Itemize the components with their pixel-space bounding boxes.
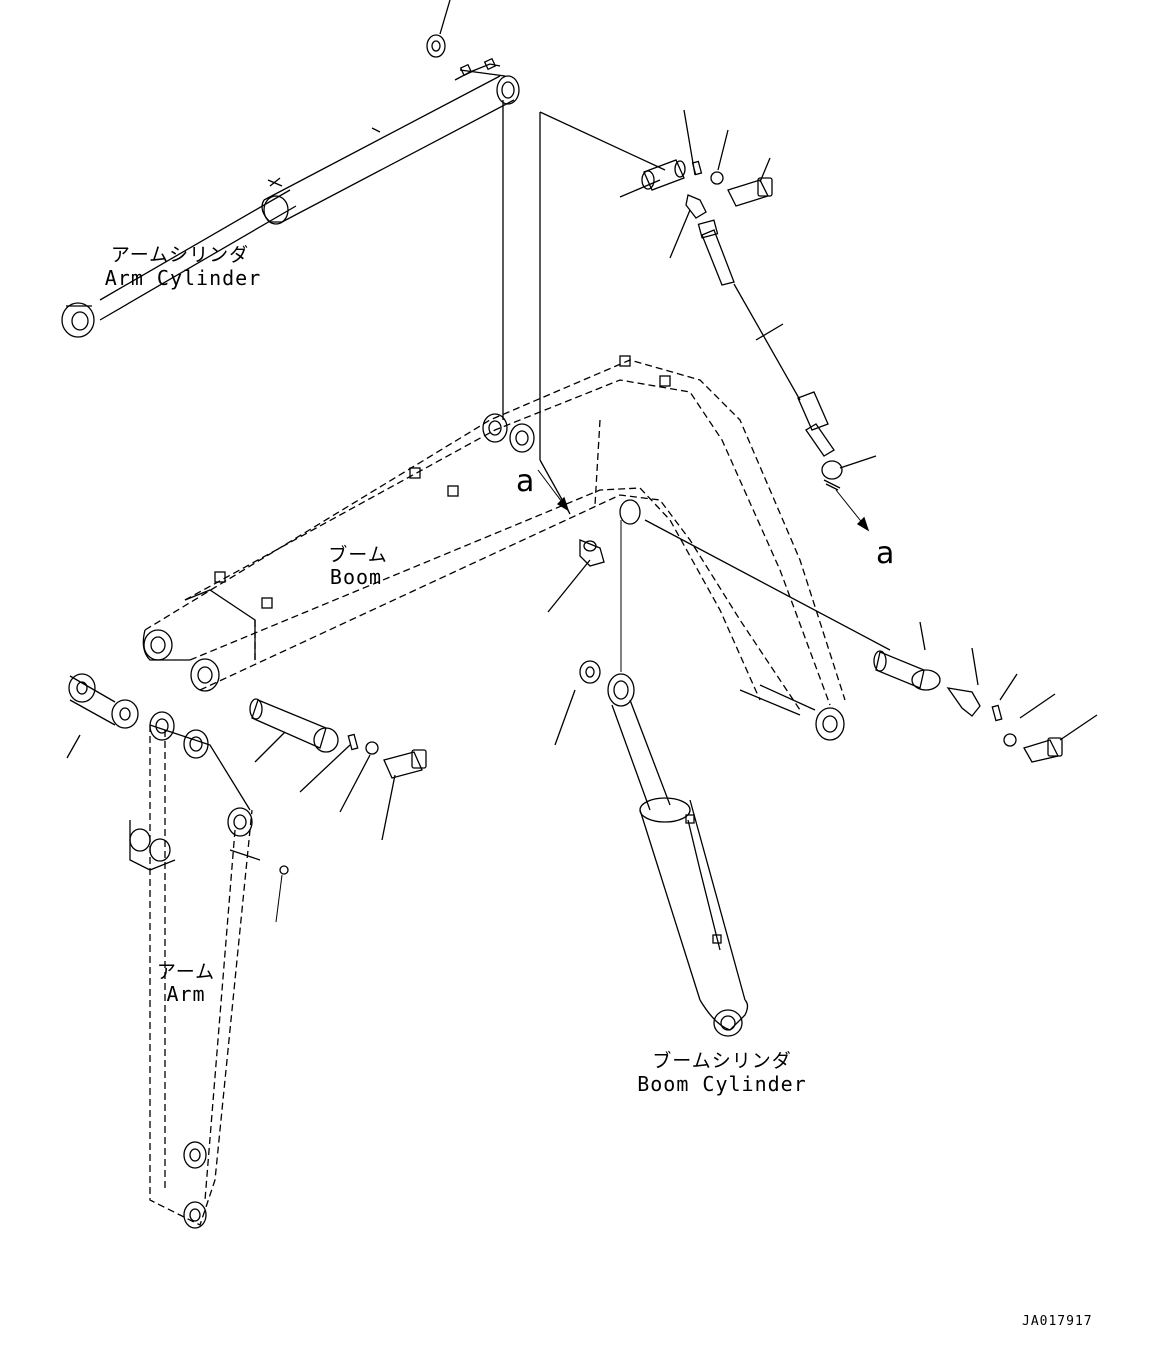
pin-assembly-arm-root (68, 673, 427, 779)
leader-lines (66, 100, 1098, 841)
boom-cylinder-label-en: Boom Cylinder (637, 1072, 807, 1096)
arm-cylinder-label-en: Arm Cylinder (104, 266, 262, 290)
boom-label-en: Boom (329, 565, 383, 589)
boom-cylinder-drawing (607, 520, 749, 1037)
pin-assembly-boom-center (579, 539, 605, 567)
reference-a-lower: a (876, 536, 896, 571)
arm-drawing (129, 711, 289, 1229)
arm-cylinder-drawing (61, 0, 520, 338)
arm-label-jp: アーム (156, 961, 216, 983)
pin-assembly-upper (641, 159, 843, 491)
boom-drawing (142, 355, 846, 741)
boom-cylinder-washer (579, 660, 601, 684)
arm-label-en: Arm (166, 982, 206, 1006)
boom-cylinder-label-jp: ブームシリンダ (652, 1050, 792, 1072)
reference-arrows (537, 469, 870, 532)
reference-a-upper: a (516, 464, 536, 499)
arm-cylinder-label-jp: アームシリンダ (110, 244, 250, 266)
boom-label-jp: ブーム (328, 544, 388, 566)
drawing-code: JA017917 (1022, 1314, 1093, 1329)
pin-assembly-right (873, 650, 1063, 763)
